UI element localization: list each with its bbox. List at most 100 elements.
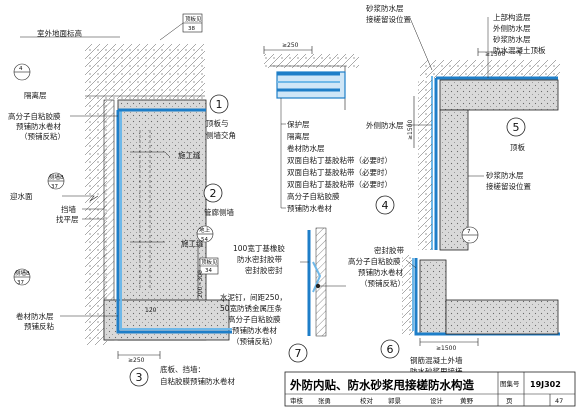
ref-37c: 侧墙8 bbox=[15, 269, 30, 277]
ref-top-b: 38 bbox=[188, 26, 195, 32]
d7-label-3: 密封胶密封 bbox=[245, 265, 283, 275]
ref-side-num: 4 bbox=[19, 66, 23, 72]
d7-label-7: 预铺防水卷材 bbox=[232, 325, 277, 335]
atlas-label: 图集号 bbox=[500, 379, 520, 388]
d6-label-1: 密封胶带 bbox=[374, 245, 404, 255]
callout-6-num: 6 bbox=[387, 343, 394, 356]
callout-1-text-2: 侧墙交角 bbox=[206, 130, 236, 140]
membrane-label-3: （预铺反粘） bbox=[20, 131, 65, 141]
isolation-label: 隔离层 bbox=[24, 90, 47, 100]
callout-7-circle bbox=[288, 343, 308, 363]
ref-37b: 37 bbox=[51, 184, 58, 190]
detail-4: ≥250 保护层 隔离层 卷材防水层 双面自粘丁基胶粘带（必要时） 双面自粘丁基… bbox=[263, 42, 395, 215]
callout-2-num: 2 bbox=[210, 187, 217, 200]
foot-caption-2: 自粘胶膜预铺防水卷材 bbox=[160, 376, 235, 386]
page-number: 47 bbox=[555, 397, 563, 405]
d5-sand-wp-1: 砂浆防水层 bbox=[486, 170, 524, 180]
d4-layer-7: 高分子自粘胶膜 bbox=[287, 191, 340, 201]
ref-top-a: 顶板见 bbox=[185, 15, 202, 23]
ref-54a: 地上 bbox=[199, 226, 211, 234]
d4-layer-2: 隔离层 bbox=[287, 131, 310, 141]
d6-caption-2: 防水砂浆甩接槎 bbox=[410, 366, 463, 376]
callout-5-num: 5 bbox=[513, 121, 520, 134]
ref-34a: 顶板见 bbox=[201, 258, 218, 266]
ref-37a: 侧墙8 bbox=[49, 173, 64, 181]
ref-37d: 37 bbox=[17, 280, 24, 286]
d5-right-label-4: 防水混凝土顶板 bbox=[493, 45, 546, 55]
tb-row-1: 审核 bbox=[290, 396, 304, 405]
d6-dim-1500: ≥1500 bbox=[436, 345, 456, 352]
d4-layer-6: 双面自粘丁基胶粘带（必要时） bbox=[287, 179, 392, 189]
callout-1-num: 1 bbox=[216, 98, 223, 111]
d5-sand-wp-2: 接槎留设位置 bbox=[486, 181, 531, 191]
detail-5: ≥1500 ≥1500 砂浆防水层 接槎留设位置 上部构造层 外侧防水层 砂浆防… bbox=[366, 3, 560, 251]
d7-label-4: 水泥钉，间距250， bbox=[220, 292, 287, 302]
dim-120: 120 bbox=[145, 307, 157, 314]
membrane-label-1: 高分子自粘胶膜 bbox=[8, 111, 61, 121]
tb-row-6: 黄野 bbox=[460, 396, 474, 405]
d6-label-4: （预铺反粘） bbox=[360, 278, 405, 288]
retaining-wall-label: 挡墙 bbox=[61, 204, 76, 214]
water-level-label: 迎水面 bbox=[10, 191, 33, 201]
foot-caption-1: 底板、挡墙： bbox=[160, 364, 205, 374]
callout-3-circle bbox=[129, 367, 149, 387]
d5-roof-label: 顶板 bbox=[510, 142, 525, 152]
detail-7: 100宽丁基橡胶 防水密封胶带 密封胶密封 水泥钉，间距250， 50宽防锈金属… bbox=[220, 227, 346, 363]
d5-top-label-1: 砂浆防水层 bbox=[366, 3, 404, 13]
d7-label-6: 高分子自粘胶膜 bbox=[228, 314, 281, 324]
callout-3-num: 3 bbox=[136, 371, 143, 384]
d7-label-1: 100宽丁基橡胶 bbox=[233, 243, 285, 253]
detail-main: 室外地面标高 顶板见 38 4 隔离层 高分子自粘胶膜 预铺防水卷材 （预铺反粘… bbox=[8, 13, 236, 387]
d5-right-label-3: 砂浆防水层 bbox=[493, 34, 531, 44]
d4-layer-8: 预铺防水卷材 bbox=[287, 203, 332, 213]
d4-layer-5: 双面自粘丁基胶粘带（必要时） bbox=[287, 167, 392, 177]
d5-dim-1500b: ≥1500 bbox=[407, 120, 414, 140]
callout-2-text: 管廊侧墙 bbox=[204, 207, 234, 217]
ground-level-label: 室外地面标高 bbox=[37, 28, 82, 38]
callout-1-circle bbox=[209, 94, 229, 114]
atlas-number: 19J302 bbox=[530, 380, 561, 389]
d7-label-5: 50宽防锈金属压条 bbox=[220, 303, 283, 313]
membrane-label-2: 预铺防水卷材 bbox=[16, 121, 61, 131]
d5-dim-1500a: ≥1500 bbox=[485, 51, 505, 58]
tb-row-5: 设计 bbox=[430, 396, 444, 405]
d4-layer-1: 保护层 bbox=[287, 119, 310, 129]
callout-4-num: 4 bbox=[382, 199, 389, 212]
callout-2-circle bbox=[203, 183, 223, 203]
d5-right-label-1: 上部构造层 bbox=[493, 12, 531, 22]
d5-right-label-2: 外侧防水层 bbox=[493, 23, 531, 33]
d4-dim-250: ≥250 bbox=[282, 42, 299, 49]
d4-layer-4: 双面自粘丁基胶粘带（必要时） bbox=[287, 155, 392, 165]
callout-6-circle bbox=[380, 339, 400, 359]
rollwater-label-2: 预铺反粘 bbox=[24, 321, 54, 331]
tb-row-4: 郭景 bbox=[388, 396, 402, 405]
d7-label-2: 防水密封胶带 bbox=[237, 254, 282, 264]
tb-row-2: 张勇 bbox=[318, 396, 331, 405]
sheet-title: 外防内贴、防水砂浆甩接槎防水构造 bbox=[289, 378, 474, 392]
ref-54b: 54 bbox=[201, 237, 208, 243]
d5-ref-7b: - bbox=[468, 238, 470, 244]
page-label: 页 bbox=[506, 397, 513, 405]
d4-layers: 保护层 隔离层 卷材防水层 双面自粘丁基胶粘带（必要时） 双面自粘丁基胶粘带（必… bbox=[287, 119, 392, 213]
d5-top-label-2: 接槎留设位置 bbox=[366, 14, 411, 24]
callout-7-num: 7 bbox=[295, 347, 302, 360]
d6-label-2: 高分子自粘胶膜 bbox=[348, 256, 401, 266]
d6-caption-1: 钢筋混凝土外墙 bbox=[410, 355, 463, 365]
ref-34b: 34 bbox=[205, 268, 212, 274]
detail-6: ≥1500 密封胶带 高分子自粘胶膜 预铺防水卷材 （预铺反粘） 6 钢筋混凝土… bbox=[348, 245, 560, 376]
dim-200-300: 200~300 bbox=[197, 270, 204, 298]
tb-row-3: 校对 bbox=[360, 396, 374, 405]
title-block: 外防内贴、防水砂浆甩接槎防水构造 图集号 19J302 页 47 审核 张勇 校… bbox=[284, 371, 576, 407]
callout-4-circle bbox=[375, 195, 395, 215]
construction-joint-2: 施工缝 bbox=[181, 238, 204, 248]
d6-label-3: 预铺防水卷材 bbox=[358, 267, 403, 277]
callout-1-text-1: 顶板与 bbox=[206, 118, 229, 128]
callout-5-circle bbox=[506, 117, 526, 137]
rollwater-label-1: 卷材防水层 bbox=[16, 311, 54, 321]
dim-250: ≥250 bbox=[128, 357, 145, 364]
construction-joint-1: 施工缝 bbox=[178, 150, 201, 160]
d5-outer-wp: 外侧防水层 bbox=[366, 120, 404, 130]
leveling-layer-label: 找平层 bbox=[56, 214, 79, 224]
d5-ref-7a: 7 bbox=[467, 229, 471, 235]
